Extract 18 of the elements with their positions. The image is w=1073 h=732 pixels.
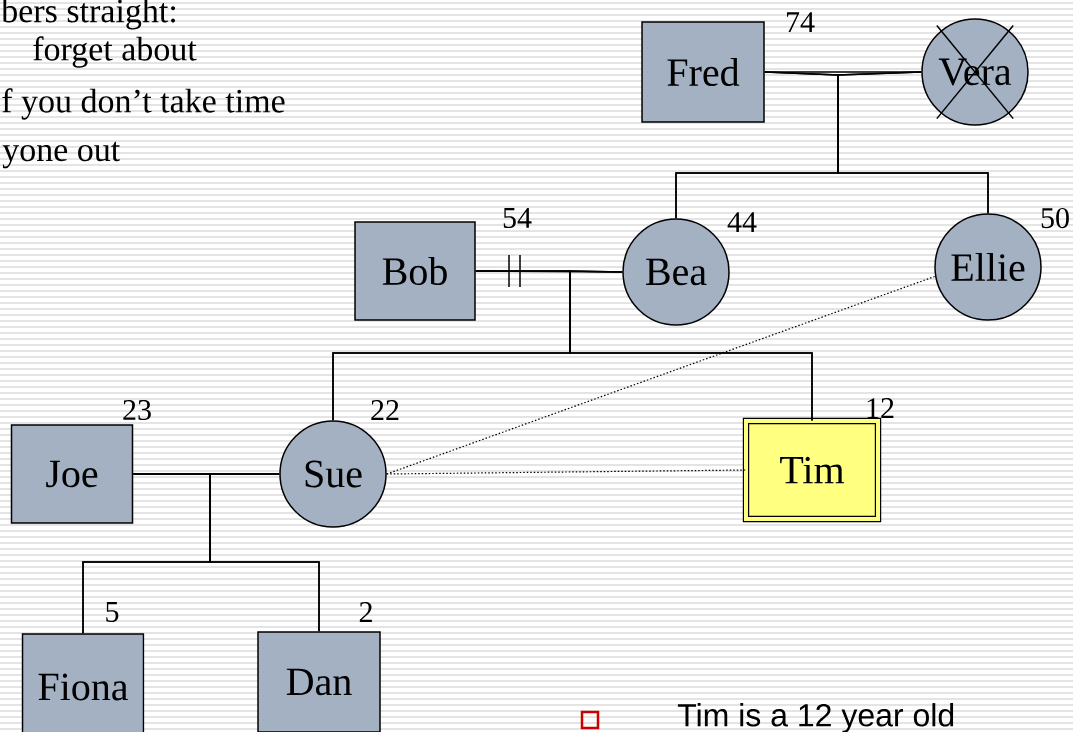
bullet-text: Tim is a 12 year old: [677, 703, 954, 732]
age-label: 74: [787, 12, 815, 32]
age-label: 12: [867, 398, 894, 418]
text-line: forget about: [33, 36, 197, 68]
age-label: 44: [727, 212, 757, 232]
descent-line: [569, 270, 813, 422]
text-line: f you don’t take time: [2, 88, 285, 120]
age-label: 54: [503, 208, 532, 229]
age-label: 5: [106, 602, 119, 622]
dotted-line: [386, 469, 746, 475]
age-label: 22: [371, 400, 399, 420]
dotted-line: [386, 275, 936, 475]
text-line: yone out: [2, 141, 121, 169]
descent-line: [837, 71, 989, 214]
age-label: 2: [359, 602, 372, 622]
age-label: 50: [1041, 207, 1069, 229]
descent-line: [209, 473, 320, 632]
age-label: 23: [123, 399, 151, 421]
